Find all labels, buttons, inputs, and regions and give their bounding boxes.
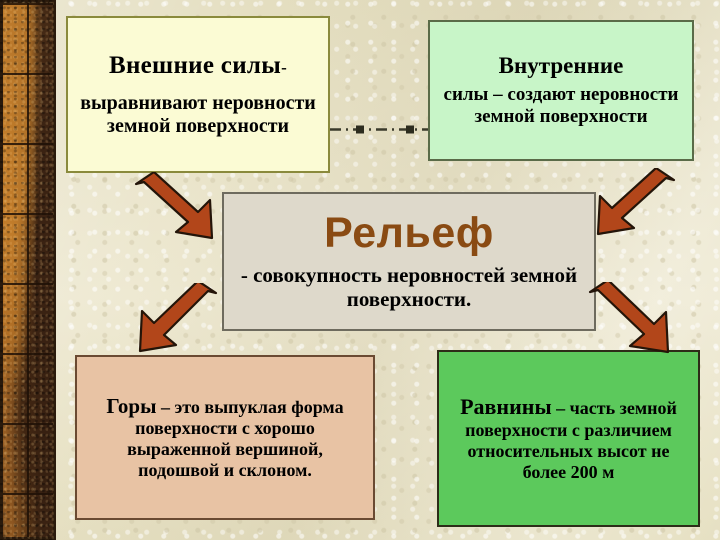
external-forces-body: выравнивают неровности земной поверхност… — [80, 91, 316, 137]
plains-lead: Равнины — [460, 394, 552, 420]
relief-definition: - совокупность неровностей земной поверх… — [240, 262, 578, 311]
internal-forces-body: силы – создают неровности земной поверхн… — [443, 83, 679, 127]
arrow-relief-to-mountains — [138, 283, 218, 353]
connector-marker-left — [356, 125, 364, 134]
external-forces-heading: Внешние силы- — [109, 51, 287, 80]
box-external-forces[interactable]: Внешние силы- выравнивают неровности зем… — [66, 16, 330, 173]
dash-dot-connector — [330, 125, 428, 134]
external-forces-dash: - — [281, 57, 288, 77]
relief-title: Рельеф — [324, 208, 494, 257]
mountains-lead: Горы — [106, 394, 157, 418]
box-mountains[interactable]: Горы – это выпуклая форма поверхности с … — [75, 355, 375, 520]
mountains-text: Горы – это выпуклая форма поверхности с … — [87, 394, 363, 481]
box-plains[interactable]: Равнины – часть земной поверхности с раз… — [437, 350, 700, 527]
plains-definition: – часть земной поверхности с различием о… — [465, 398, 677, 482]
arrow-shape — [588, 282, 670, 354]
decorative-wood-border — [0, 0, 56, 540]
mountains-definition: – это выпуклая форма поверхности с хорош… — [127, 397, 344, 481]
arrow-relief-to-plains — [588, 282, 670, 354]
plains-text: Равнины – часть земной поверхности с раз… — [447, 394, 690, 482]
internal-forces-title: Внутренние — [498, 53, 624, 79]
arrow-internal-to-relief — [596, 168, 676, 236]
connector-marker-right — [406, 125, 414, 134]
box-internal-forces[interactable]: Внутренние силы – создают неровности зем… — [428, 20, 694, 161]
external-forces-title: Внешние силы — [108, 51, 282, 79]
arrow-shape — [134, 172, 214, 240]
arrow-external-to-relief — [134, 172, 214, 240]
box-relief[interactable]: Рельеф - совокупность неровностей земной… — [222, 192, 596, 331]
arrow-shape — [596, 168, 676, 236]
border-grid-lines — [3, 3, 53, 537]
arrow-shape — [138, 283, 218, 353]
